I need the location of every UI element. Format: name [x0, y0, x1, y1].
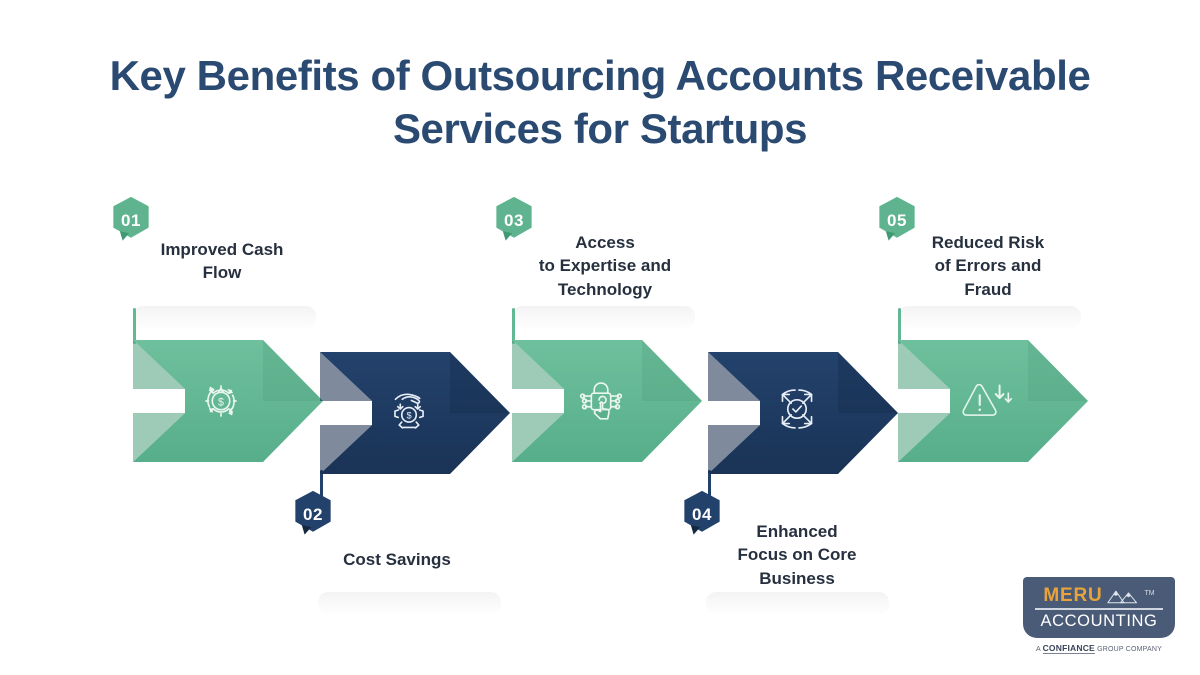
connector-line-2 — [320, 470, 323, 510]
connector-line-4 — [708, 470, 711, 510]
logo-card: MERU TM ACCOUNTING — [1023, 577, 1175, 638]
step-label-line: Fraud — [964, 279, 1012, 299]
step-panel-1 — [133, 306, 316, 328]
step-label-4: Enhanced Focus on Core Business — [702, 520, 892, 590]
hexagon-shape-5 — [871, 196, 923, 248]
step-badge-4[interactable]: 04 — [676, 490, 728, 546]
step-number-3: 03 — [504, 211, 524, 230]
page-title: Key Benefits of Outsourcing Accounts Rec… — [60, 50, 1140, 155]
step-panel-4 — [706, 592, 889, 614]
step-label-1: Improved Cash Flow — [127, 238, 317, 285]
step-panel-2 — [318, 592, 501, 614]
step-number-2: 02 — [303, 505, 323, 524]
step-label-line: Improved Cash — [160, 240, 284, 259]
logo-word-accounting: ACCOUNTING — [1040, 611, 1158, 630]
step-badge-5[interactable]: 05 — [871, 196, 923, 252]
meru-accounting-logo[interactable]: MERU TM ACCOUNTING A CONFIANCE GROUP COM… — [1023, 577, 1175, 654]
step-label-line: Focus on Core — [737, 545, 857, 565]
chevron-step-4[interactable] — [708, 352, 898, 474]
step-panel-5 — [898, 306, 1081, 328]
logo-tagline-brand: CONFIANCE — [1042, 643, 1095, 654]
logo-brand-text: MERU — [1043, 585, 1103, 607]
logo-tagline: A CONFIANCE GROUP COMPANY — [1023, 643, 1175, 654]
step-badge-3[interactable]: 03 — [488, 196, 540, 252]
step-label-line: Technology — [557, 279, 653, 299]
logo-tagline-prefix: A — [1035, 646, 1043, 653]
step-label-line: Business — [759, 568, 835, 588]
page-title-line-2: Services for Startups — [392, 104, 808, 152]
chevron-step-3[interactable] — [512, 340, 702, 462]
chevron-step-1[interactable] — [133, 340, 323, 462]
connector-line-3 — [512, 308, 515, 344]
step-badge-2[interactable]: 02 — [287, 490, 339, 546]
hexagon-shape-3 — [488, 196, 540, 248]
step-number-5: 05 — [887, 211, 907, 230]
connector-line-5 — [898, 308, 901, 344]
step-panel-3 — [512, 306, 695, 328]
logo-top-row: MERU TM — [1033, 586, 1165, 605]
step-label-line: Flow — [202, 263, 242, 283]
hexagon-shape-4 — [676, 490, 728, 542]
logo-divider — [1035, 608, 1163, 610]
step-label-5: Reduced Risk of Errors and Fraud — [893, 231, 1083, 301]
step-label-2: Cost Savings — [302, 548, 492, 571]
step-label-3: Access to Expertise and Technology — [510, 231, 700, 301]
hexagon-shape-2 — [287, 490, 339, 542]
step-label-line: Enhanced — [756, 522, 838, 541]
logo-tagline-suffix: GROUP COMPANY — [1094, 646, 1163, 653]
step-number-4: 04 — [692, 505, 712, 524]
chevron-step-5[interactable] — [898, 340, 1088, 462]
step-label-line: to Expertise and — [538, 256, 672, 276]
step-number-1: 01 — [121, 211, 141, 230]
hexagon-shape-1 — [105, 196, 157, 248]
page-title-line-1: Key Benefits of Outsourcing Accounts Rec… — [109, 52, 1091, 99]
step-label-line: Reduced Risk — [931, 233, 1045, 252]
logo-trademark: TM — [1144, 590, 1155, 598]
chevron-step-2[interactable] — [320, 352, 510, 474]
connector-line-1 — [133, 308, 136, 344]
step-label-line: Access — [575, 233, 635, 252]
step-label-line: of Errors and — [934, 256, 1042, 276]
mountain-peaks-icon — [1106, 590, 1137, 604]
step-badge-1[interactable]: 01 — [105, 196, 157, 252]
step-label-line: Cost Savings — [343, 550, 451, 569]
